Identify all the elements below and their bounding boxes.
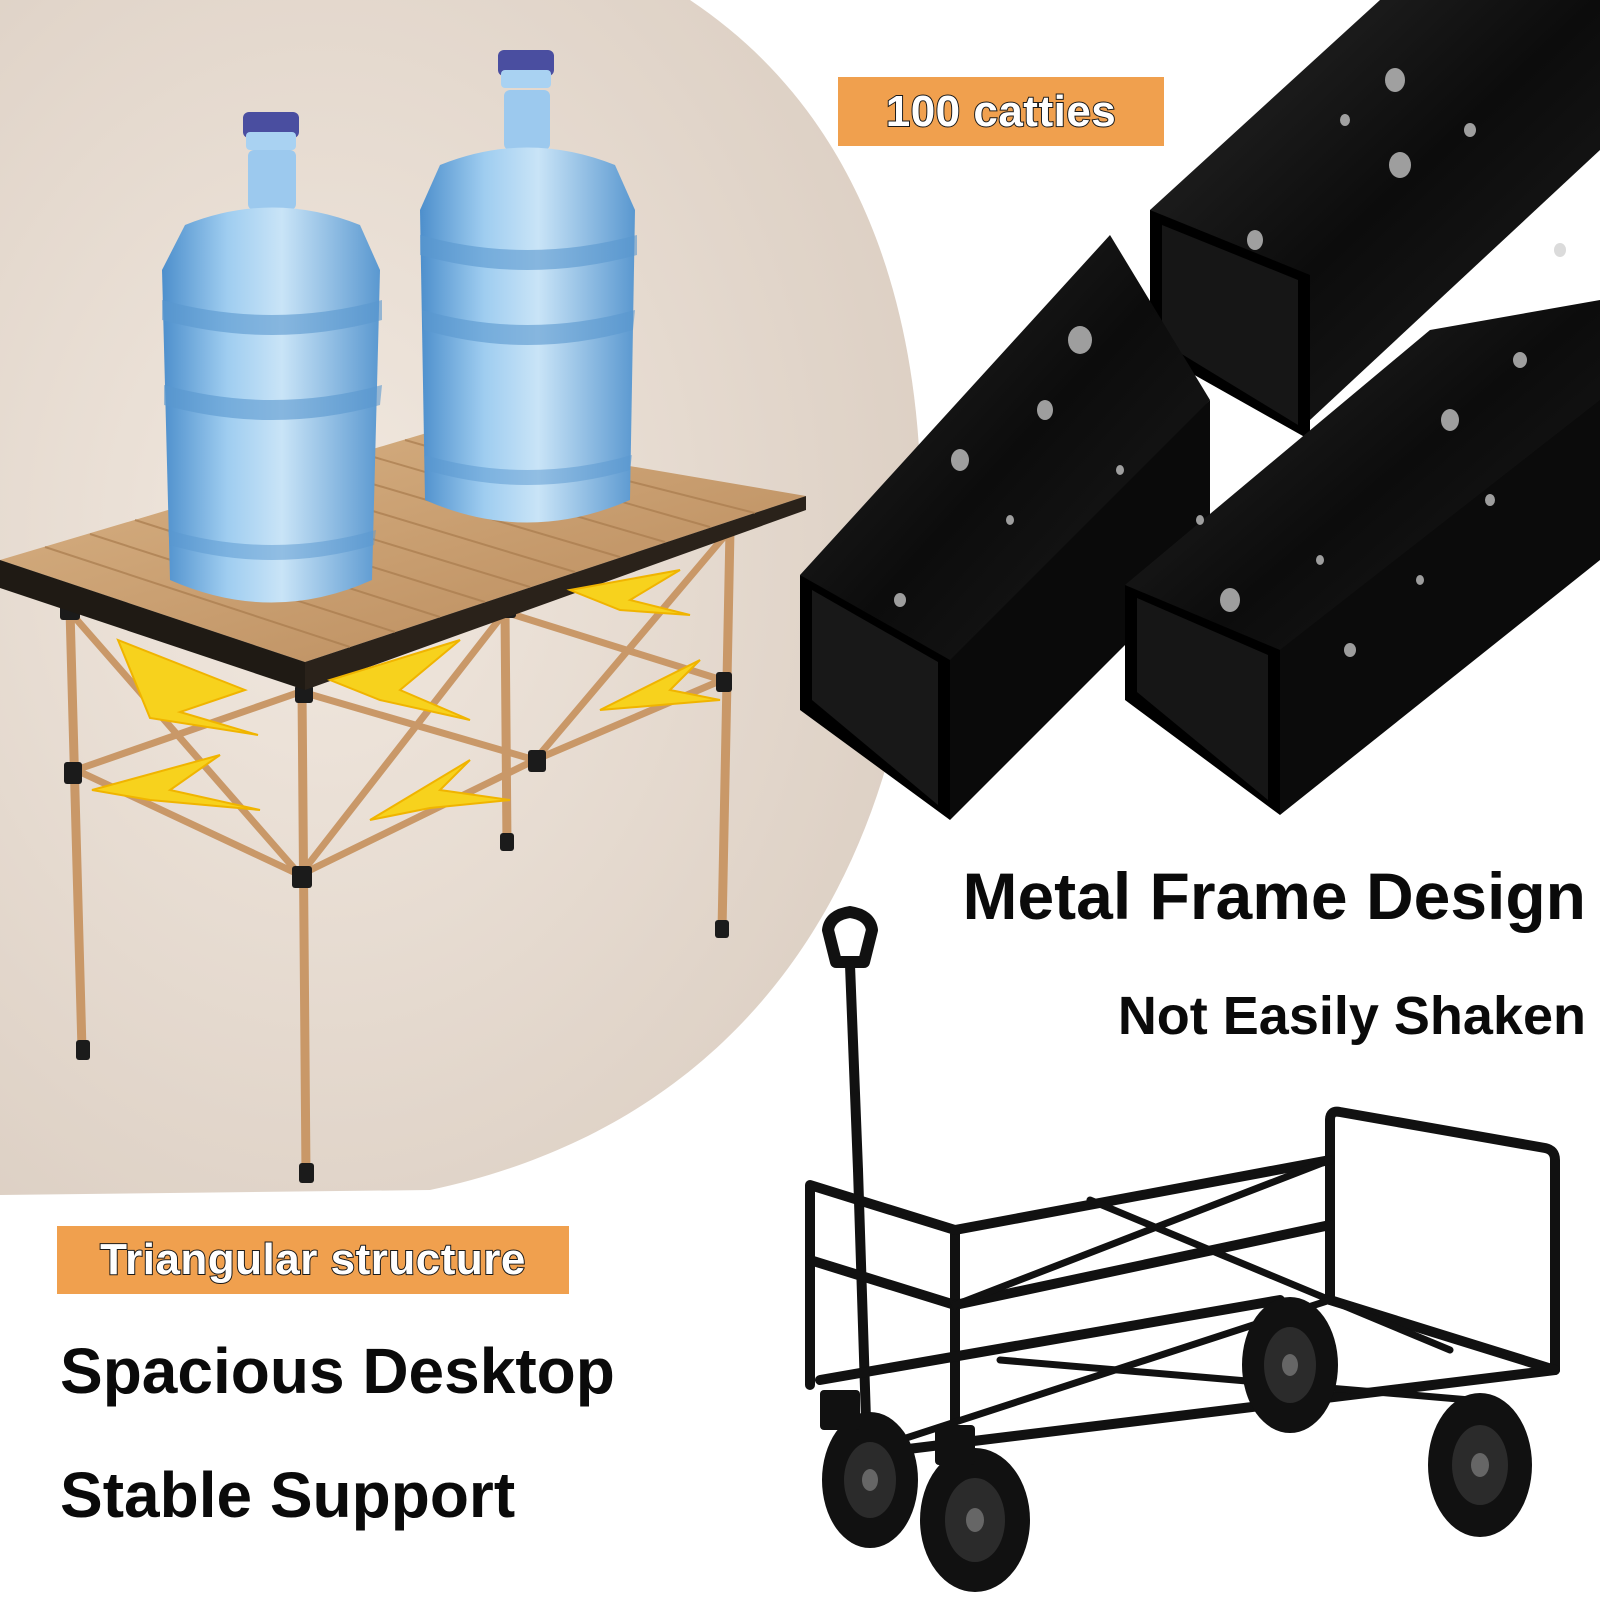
- arrow-icon: [326, 639, 471, 721]
- metal-frame-heading: Metal Frame Design: [962, 859, 1586, 933]
- table-leg: [65, 605, 87, 1055]
- structure-badge: Triangular structure: [57, 1226, 569, 1294]
- not-shaken-heading: Not Easily Shaken: [1117, 986, 1586, 1046]
- cart-frame: [805, 906, 1560, 1455]
- arrow-icon: [369, 759, 511, 821]
- spacious-heading: Spacious Desktop: [60, 1335, 615, 1407]
- water-bottle-icon: [162, 112, 382, 603]
- water-bottle-icon: [420, 50, 637, 523]
- weight-badge: 100 catties: [838, 77, 1164, 146]
- arrow-icon: [91, 569, 721, 821]
- table-leg: [717, 525, 735, 935]
- stable-heading: Stable Support: [60, 1459, 516, 1531]
- wheel-icon: [1242, 1297, 1338, 1433]
- arrow-icon: [566, 569, 691, 616]
- wheel-icon: [920, 1448, 1030, 1592]
- wheel-icon: [822, 1412, 918, 1548]
- table-leg: [500, 605, 512, 850]
- table-leg: [297, 685, 311, 1180]
- arrow-icon: [116, 638, 259, 736]
- metal-tubes: [800, 0, 1600, 820]
- wheel-icon: [1428, 1393, 1532, 1537]
- arrow-icon: [91, 754, 261, 811]
- arrow-icon: [599, 659, 721, 711]
